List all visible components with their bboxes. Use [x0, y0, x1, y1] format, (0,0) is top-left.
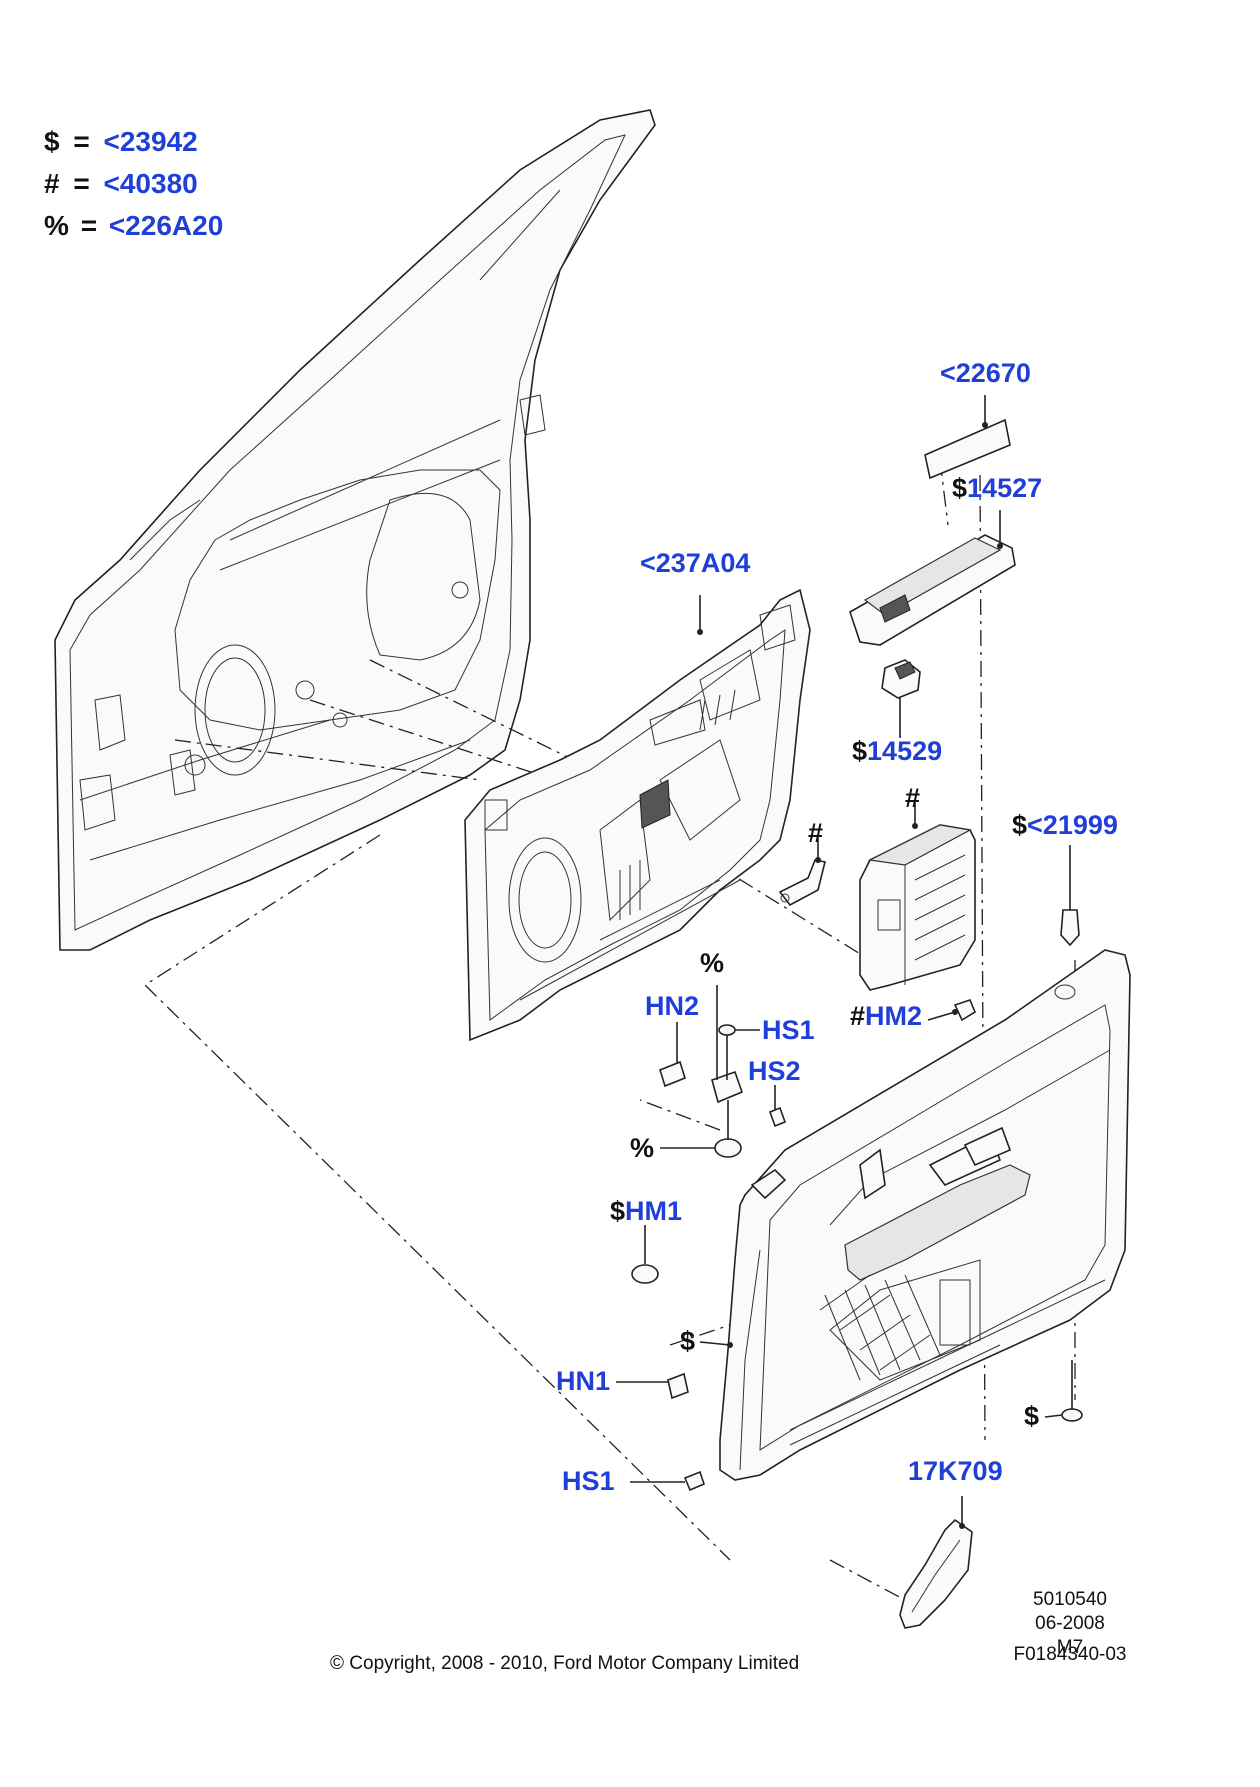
callout-prefix: $	[952, 473, 968, 503]
callout-text: 14527	[967, 473, 1043, 503]
callout-prefix: $	[1012, 810, 1028, 840]
callout-hash-bracket[interactable]: #	[808, 820, 823, 847]
legend-symbol: $	[44, 126, 60, 157]
hardware-cluster	[659, 985, 787, 1158]
callout-dollar-b[interactable]: $	[1024, 1403, 1039, 1430]
callout-237a04[interactable]: <237A04	[640, 550, 750, 577]
legend-symbol: #	[44, 168, 60, 199]
callout-prefix: $	[680, 1326, 696, 1356]
legend-ref: <226A20	[108, 210, 224, 241]
clip-21999	[1060, 845, 1080, 947]
nut-hn1	[616, 1372, 689, 1400]
callout-prefix: $	[852, 736, 868, 766]
module-40380	[859, 800, 976, 991]
legend-equals: =	[73, 126, 90, 157]
callout-text: HS2	[748, 1056, 801, 1086]
callout-text: HN2	[645, 991, 700, 1021]
legend-row-40380: # = <40380	[44, 170, 198, 198]
callout-hash-module[interactable]: #	[905, 785, 920, 812]
door-shell	[54, 109, 656, 951]
legend-ref: <23942	[103, 126, 198, 157]
callout-14527[interactable]: $14527	[952, 475, 1042, 502]
drawing-meta: 5010540 06-2008 M7	[1010, 1588, 1130, 1659]
switch-14529	[881, 659, 921, 738]
callout-text: <22670	[940, 358, 1031, 388]
callout-prefix: $	[610, 1196, 626, 1226]
callout-dollar-a[interactable]: $	[680, 1328, 695, 1355]
cover-17k709	[899, 1496, 973, 1629]
drawing-model: M7	[1056, 1636, 1084, 1658]
inner-panel-237a04	[464, 588, 811, 1042]
callout-hs1-bottom[interactable]: HS1	[562, 1468, 615, 1495]
clip-hm1	[631, 1225, 659, 1284]
callout-prefix: %	[630, 1133, 655, 1163]
callout-text: 14529	[867, 736, 943, 766]
callout-prefix: $	[1024, 1401, 1040, 1431]
callout-21999[interactable]: $<21999	[1012, 812, 1118, 839]
callout-prefix: %	[700, 948, 725, 978]
legend-ref: <40380	[103, 168, 198, 199]
callout-text: HS1	[562, 1466, 615, 1496]
callout-percent-mid[interactable]: %	[630, 1135, 654, 1162]
callout-text: <21999	[1027, 810, 1118, 840]
drawing-date: 06-2008	[1035, 1612, 1105, 1634]
callout-hn2[interactable]: HN2	[645, 993, 699, 1020]
drawing-ref: F0184340-03	[1013, 1644, 1127, 1665]
callout-percent-top[interactable]: %	[700, 950, 724, 977]
screw-hs1-bottom	[630, 1470, 705, 1492]
screw-hm2	[927, 999, 977, 1022]
callout-text: HM2	[865, 1001, 923, 1031]
bracket-hash	[778, 838, 826, 907]
callout-text: HM1	[625, 1196, 683, 1226]
callout-22670[interactable]: <22670	[940, 360, 1031, 387]
leader-237a04-dot	[697, 629, 703, 635]
leader-dollar-a	[699, 1341, 733, 1348]
legend-equals: =	[80, 210, 98, 241]
callout-text: HN1	[556, 1366, 611, 1396]
legend-equals: =	[73, 168, 90, 199]
callout-14529[interactable]: $14529	[852, 738, 942, 765]
drawing-number: 5010540	[1033, 1589, 1107, 1610]
callout-prefix: #	[808, 818, 824, 848]
legend-row-23942: $ = <23942	[44, 128, 198, 156]
callout-17k709[interactable]: 17K709	[908, 1458, 1003, 1485]
callout-hs1-top[interactable]: HS1	[762, 1017, 815, 1044]
callout-text: <237A04	[640, 548, 751, 578]
callout-prefix: #	[905, 783, 921, 813]
callout-text: HS1	[762, 1015, 815, 1045]
callout-prefix: #	[850, 1001, 866, 1031]
screw-dollar-b	[1044, 1360, 1083, 1422]
callout-text: 17K709	[908, 1456, 1003, 1486]
callout-hs2[interactable]: HS2	[748, 1058, 801, 1085]
callout-hm1[interactable]: $HM1	[610, 1198, 682, 1225]
switch-housing-14527	[849, 510, 1016, 646]
callout-hn1[interactable]: HN1	[556, 1368, 610, 1395]
callout-hm2[interactable]: #HM2	[850, 1003, 922, 1030]
door-trim-panel	[719, 949, 1131, 1481]
bezel-22670	[924, 395, 1011, 480]
legend-row-226a20: % = <226A20	[44, 212, 223, 240]
legend-symbol: %	[44, 210, 69, 241]
copyright-notice: © Copyright, 2008 - 2010, Ford Motor Com…	[330, 1653, 800, 1674]
